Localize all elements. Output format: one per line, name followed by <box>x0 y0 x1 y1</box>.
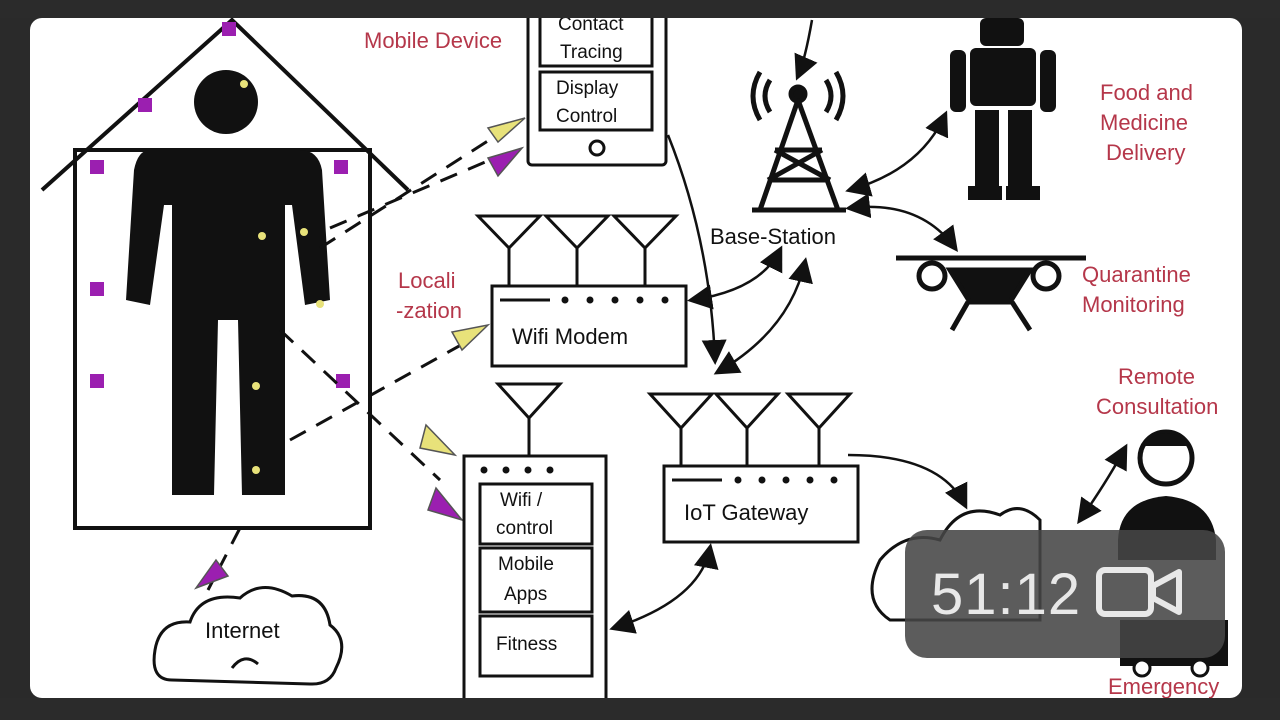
mobile-apps-label-2: Apps <box>504 584 547 605</box>
base-station-tower-icon <box>750 70 846 213</box>
wifi-modem-icon <box>474 214 688 368</box>
drone-icon <box>896 255 1086 332</box>
localization-label-1: Locali <box>398 268 455 293</box>
iot-system-diagram: Internet Contact Tracing Display Control… <box>40 18 1228 698</box>
iot-gateway-leds <box>734 476 838 484</box>
internet-label: Internet <box>205 618 280 643</box>
house-sensors <box>90 22 350 388</box>
iot-gateway-label: IoT Gateway <box>684 500 808 525</box>
mobile-device-icon <box>526 18 668 167</box>
quarantine-label-1: Quarantine <box>1082 262 1191 287</box>
video-duration-badge: 51:12 <box>905 530 1225 658</box>
fitness-label: Fitness <box>496 634 557 655</box>
signal-arrowheads <box>193 117 526 590</box>
contact-tracing-label-1: Contact <box>558 18 624 35</box>
wifi-modem-label: Wifi Modem <box>512 324 628 349</box>
video-camera-icon <box>1095 560 1185 629</box>
emergency-label: Emergency <box>1108 674 1219 698</box>
mobile-apps-label-1: Mobile <box>498 554 554 575</box>
video-duration-text: 51:12 <box>931 561 1082 627</box>
localization-label-2: -zation <box>396 298 462 323</box>
food-label-3: Delivery <box>1106 140 1185 165</box>
wifi-control-label-1: Wifi / <box>500 490 543 511</box>
food-label-2: Medicine <box>1100 110 1188 135</box>
mobile-device-label: Mobile Device <box>364 28 502 53</box>
display-control-label-1: Display <box>556 78 619 99</box>
dashed-links <box>206 128 506 591</box>
base-station-label: Base-Station <box>710 224 836 249</box>
one-way-arrows <box>666 19 968 510</box>
remote-label-2: Consultation <box>1096 394 1218 419</box>
robot-icon <box>950 18 1056 200</box>
smart-hub-device-icon <box>462 382 608 698</box>
quarantine-label-2: Monitoring <box>1082 292 1185 317</box>
person-icon <box>126 70 330 495</box>
food-label-1: Food and <box>1100 80 1193 105</box>
wearable-sensor-dots <box>240 80 324 474</box>
display-control-label-2: Control <box>556 106 617 127</box>
remote-label-1: Remote <box>1118 364 1195 389</box>
internet-cloud-icon <box>152 586 344 686</box>
wifi-modem-leds <box>561 296 669 304</box>
diagram-panel: Internet Contact Tracing Display Control… <box>30 18 1242 698</box>
internet-refresh-icon <box>230 657 259 669</box>
contact-tracing-label-2: Tracing <box>560 42 623 63</box>
smart-hub-leds <box>480 466 554 474</box>
frame-border-bottom <box>0 698 1280 720</box>
wifi-control-label-2: control <box>496 518 553 539</box>
frame-border-top <box>0 0 1280 18</box>
connection-arrows <box>609 110 1128 634</box>
